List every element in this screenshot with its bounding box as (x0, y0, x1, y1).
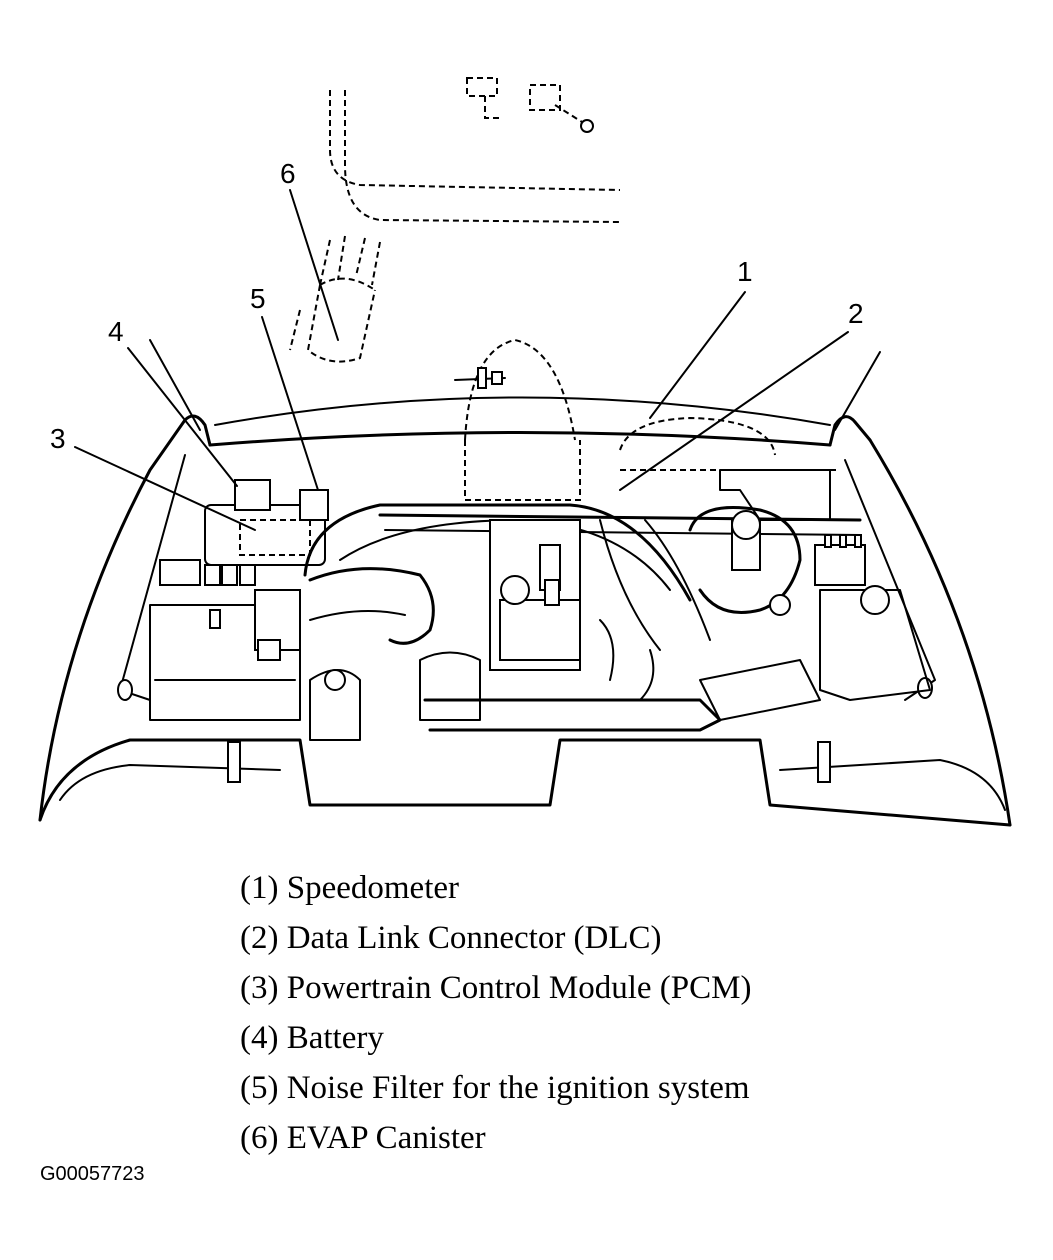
air-intake-dome (454, 338, 840, 501)
callout-5: 5 (250, 283, 266, 314)
component-legend: (1) Speedometer (2) Data Link Connector … (240, 868, 751, 1168)
engine-compartment-illustration (38, 77, 1012, 827)
dashboard-outline (329, 77, 621, 223)
right-component-cluster (688, 469, 931, 721)
intake-and-hoses (303, 503, 862, 651)
left-component-cluster (149, 479, 329, 721)
legend-item-noise-filter: (5) Noise Filter for the ignition system (240, 1070, 750, 1106)
engine-block (309, 519, 722, 741)
legend-item-speedometer: (1) Speedometer (240, 870, 459, 906)
legend-item-evap-canister: (6) EVAP Canister (240, 1120, 486, 1156)
callout-2: 2 (848, 298, 864, 329)
figure-id: G00057723 (40, 1163, 145, 1185)
callout-1: 1 (737, 256, 753, 287)
evap-canister (289, 235, 381, 363)
legend-item-data-link-connector: (2) Data Link Connector (DLC) (240, 920, 662, 956)
callout-4: 4 (108, 316, 124, 347)
callout-6: 6 (280, 158, 296, 189)
callout-leader-lines (74, 189, 849, 531)
legend-item-battery: (4) Battery (240, 1020, 384, 1056)
callout-3: 3 (50, 423, 66, 454)
legend-item-powertrain-control-module: (3) Powertrain Control Module (PCM) (240, 970, 752, 1006)
